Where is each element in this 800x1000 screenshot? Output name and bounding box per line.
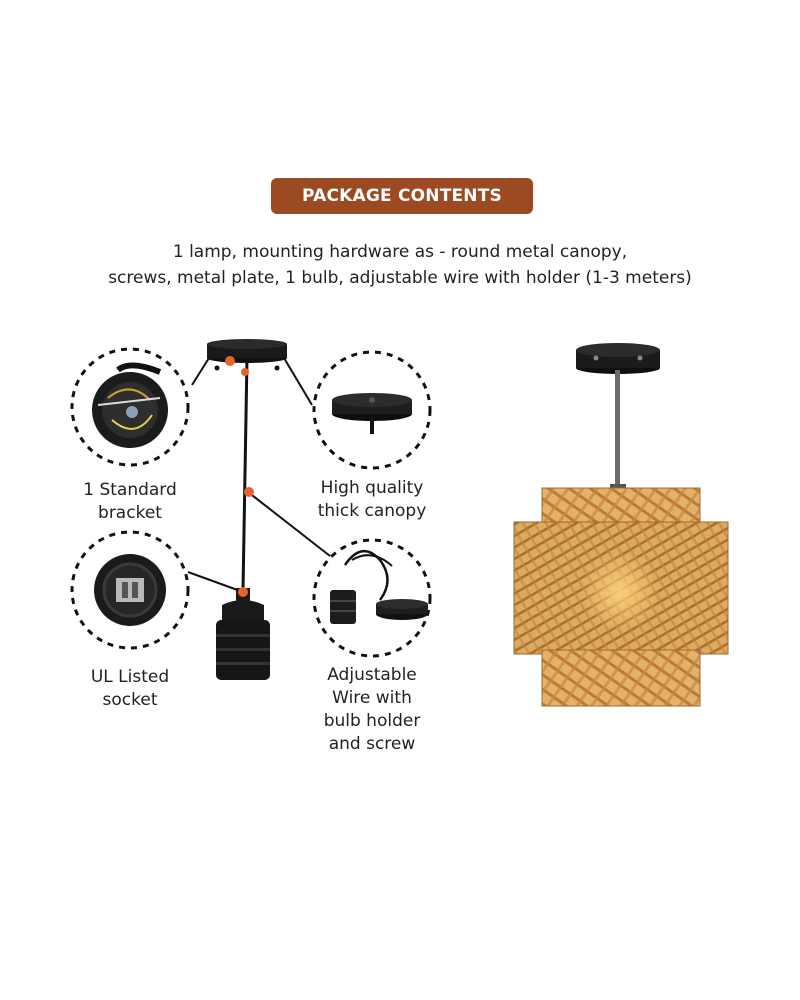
badge-label: PACKAGE CONTENTS bbox=[302, 186, 502, 206]
canopy-label-line1: High quality bbox=[320, 478, 424, 498]
wire-label-line1: Adjustable bbox=[327, 665, 417, 685]
socket-image bbox=[70, 530, 190, 650]
bracket-label: 1 Standard bracket bbox=[55, 479, 205, 525]
wire-label-line4: and screw bbox=[328, 734, 416, 754]
canopy-label-line2: thick canopy bbox=[317, 501, 427, 521]
wire-image bbox=[312, 538, 432, 658]
description-line-2: screws, metal plate, 1 bulb, adjustable … bbox=[108, 268, 692, 288]
description-line-1: 1 lamp, mounting hardware as - round met… bbox=[172, 242, 628, 262]
connector-dot bbox=[241, 368, 249, 376]
connector-dot bbox=[225, 356, 235, 366]
package-contents-badge: PACKAGE CONTENTS bbox=[271, 178, 533, 214]
socket-label-line2: socket bbox=[102, 690, 158, 710]
pendant-diagram bbox=[187, 339, 331, 680]
bracket-label-line1: 1 Standard bbox=[83, 480, 177, 500]
socket-label: UL Listed socket bbox=[55, 666, 205, 712]
wire-label-line2: Wire with bbox=[332, 688, 412, 708]
wire-label: Adjustable Wire with bulb holder and scr… bbox=[302, 664, 442, 756]
bracket-image bbox=[70, 347, 190, 467]
wire-label-line3: bulb holder bbox=[323, 711, 421, 731]
canopy-label: High quality thick canopy bbox=[302, 477, 442, 523]
canopy-image bbox=[312, 350, 432, 470]
socket-label-line1: UL Listed bbox=[90, 667, 170, 687]
connector-dot bbox=[238, 587, 248, 597]
bracket-label-line2: bracket bbox=[98, 503, 162, 523]
rattan-pendant-lamp bbox=[513, 343, 729, 707]
connector-dot bbox=[244, 487, 254, 497]
